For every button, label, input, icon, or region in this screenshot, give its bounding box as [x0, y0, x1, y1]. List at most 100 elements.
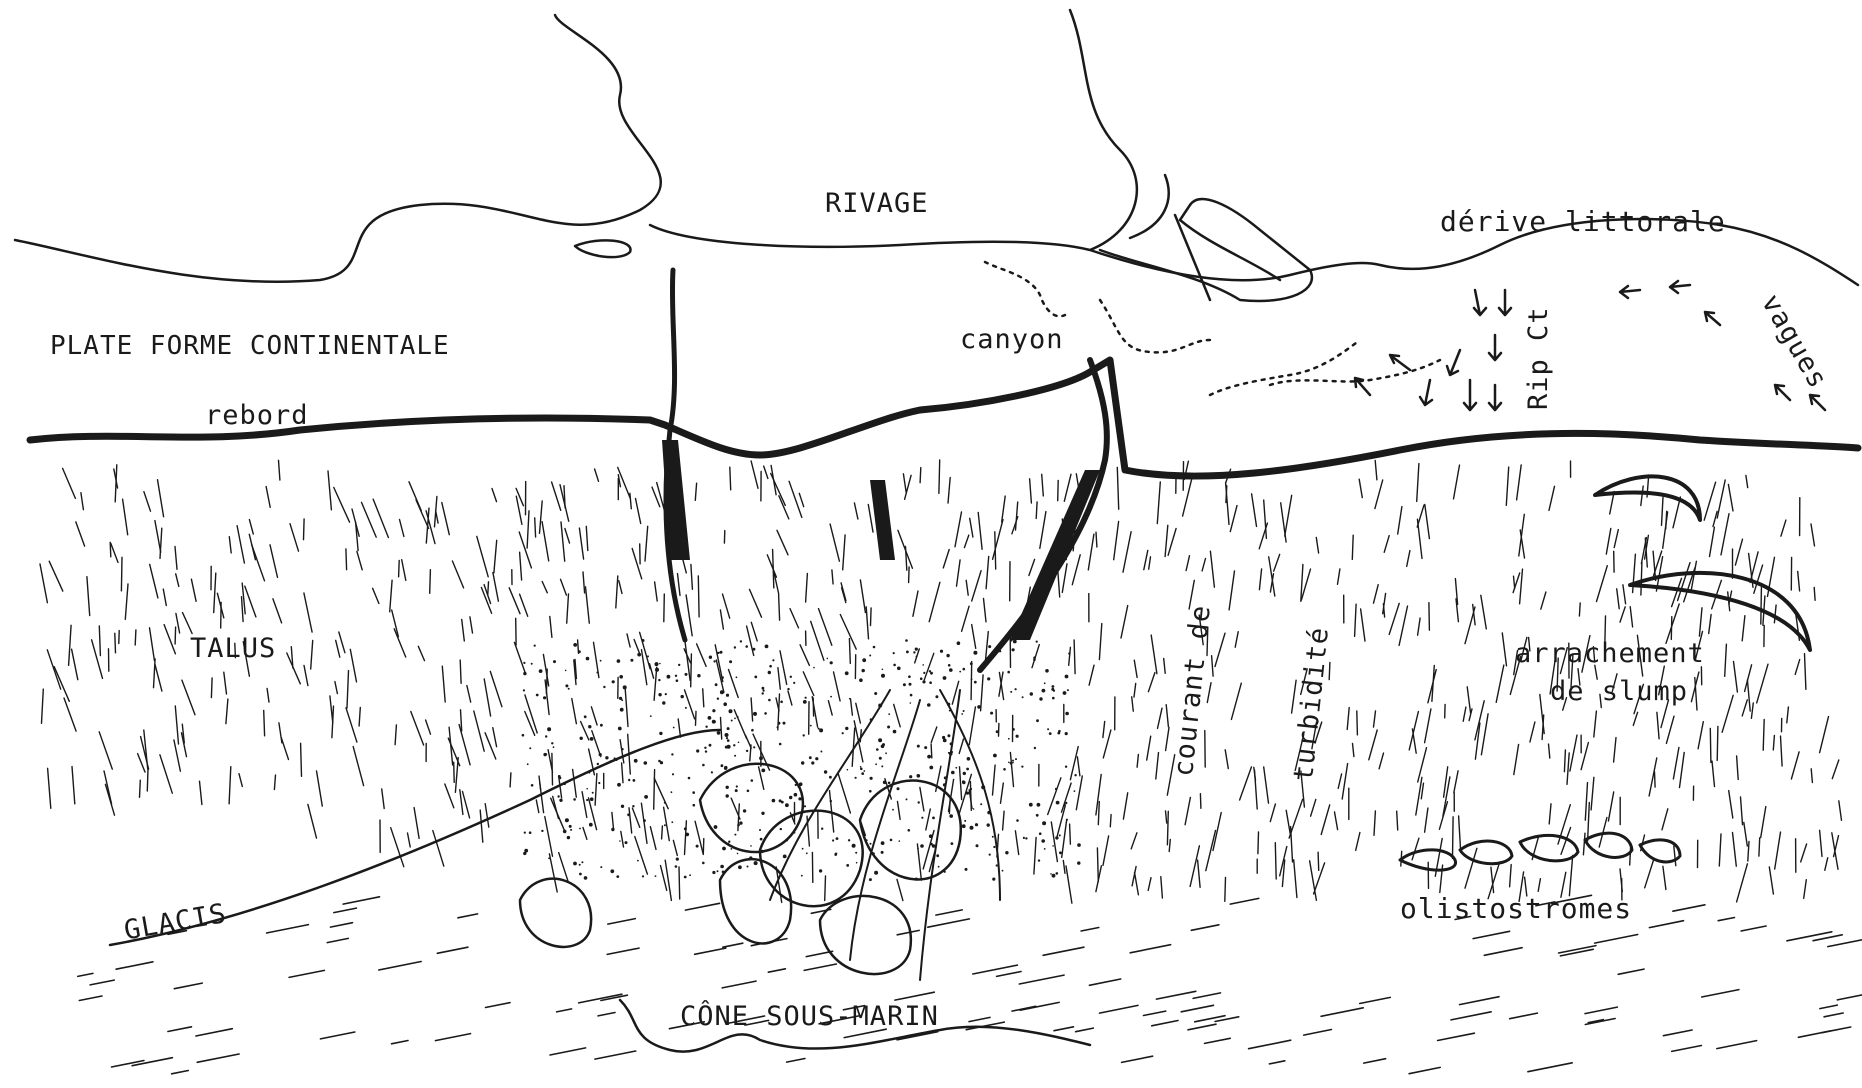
fan-dot	[1052, 685, 1055, 688]
fan-dot	[862, 669, 865, 672]
basin-dash	[1181, 1005, 1213, 1012]
fan-dot	[847, 769, 849, 771]
hatch-stroke	[1375, 480, 1383, 509]
hatch-stroke	[1606, 529, 1611, 555]
fan-dot	[1034, 747, 1036, 749]
hatch-stroke	[54, 667, 69, 702]
basin-dash	[486, 1003, 511, 1008]
fan-dot	[734, 646, 736, 648]
fan-dot	[676, 858, 679, 861]
hatch-stroke	[803, 672, 814, 696]
fan-dot	[860, 766, 862, 768]
hatch-stroke	[1168, 529, 1176, 556]
hatch-stroke	[1066, 866, 1072, 903]
fan-dot	[949, 668, 953, 672]
hatch-stroke	[828, 701, 832, 715]
hatch-stroke	[352, 509, 359, 536]
hatch-stroke	[395, 725, 396, 745]
hatch-stroke	[290, 524, 299, 552]
fan-dot	[539, 669, 543, 673]
fan-dot	[681, 695, 684, 698]
hatch-stroke	[830, 524, 839, 561]
hatch-stroke	[540, 501, 543, 533]
fan-dot	[951, 751, 953, 753]
fan-dot	[989, 854, 991, 856]
hatch-stroke	[328, 471, 331, 510]
fan-dot	[523, 662, 525, 664]
fan-dot	[916, 656, 918, 658]
fan-dot	[764, 712, 767, 715]
fan-dot	[1022, 696, 1024, 698]
hatch-stroke	[160, 528, 162, 558]
hatch-stroke	[1389, 603, 1399, 634]
basin-dash	[267, 925, 309, 933]
fan-dot	[966, 792, 969, 795]
fan-dot	[892, 809, 894, 811]
hatch-stroke	[1459, 816, 1461, 852]
fan-dot	[1059, 834, 1061, 836]
fan-dot	[655, 875, 657, 877]
fan-dot	[935, 695, 938, 698]
fan-dot	[830, 800, 832, 802]
hatch-stroke	[579, 528, 583, 559]
hatch-stroke	[1814, 587, 1815, 600]
hatch-stroke	[1674, 846, 1676, 866]
hatch-stroke	[335, 682, 338, 694]
hatch-stroke	[650, 664, 654, 679]
fan-dot	[760, 838, 763, 841]
hatch-stroke	[1103, 836, 1109, 865]
shelf-current-3	[1210, 340, 1360, 395]
fan-dot	[578, 650, 581, 653]
hatch-stroke	[182, 680, 195, 715]
hatch-stroke	[1397, 811, 1398, 830]
label-cone-sous-marin: CÔNE SOUS-MARIN	[680, 1003, 939, 1030]
fan-dot	[655, 668, 659, 672]
fan-dot	[667, 675, 671, 679]
hatch-stroke	[520, 594, 528, 616]
fan-dot	[704, 747, 706, 749]
fan-dot	[568, 688, 570, 690]
hatch-stroke	[1229, 571, 1234, 610]
fan-dot	[644, 761, 648, 765]
hatch-stroke	[1169, 839, 1170, 851]
fan-dot	[835, 853, 838, 856]
fan-dot	[726, 694, 729, 697]
hatch-stroke	[304, 593, 312, 632]
hatch-stroke	[492, 489, 497, 502]
hatch-stroke	[1342, 764, 1347, 799]
fan-dot	[569, 825, 572, 828]
fan-dot	[523, 672, 526, 675]
hatch-stroke	[1774, 605, 1776, 623]
fan-dot	[905, 639, 908, 642]
hatch-stroke	[49, 561, 63, 591]
hatch-stroke	[1213, 813, 1221, 851]
hatch-stroke	[788, 691, 792, 705]
hatch-stroke	[720, 610, 723, 629]
fan-dot	[921, 817, 923, 819]
basin-dash	[722, 981, 756, 988]
basin-dash	[550, 1048, 586, 1055]
fan-dot	[874, 692, 877, 695]
hatch-stroke	[1804, 880, 1807, 899]
basin-dash	[1585, 1007, 1617, 1014]
fan-dot	[1052, 845, 1054, 847]
fan-dot	[1015, 688, 1017, 690]
hatch-stroke	[1001, 783, 1004, 803]
hatch-stroke	[1374, 811, 1375, 835]
fan-dot	[727, 843, 729, 845]
basin-dash	[330, 923, 352, 927]
fan-dot	[1038, 859, 1040, 861]
fan-dot	[567, 836, 570, 839]
basin-dash	[392, 1041, 409, 1044]
fan-dot	[761, 769, 765, 773]
fan-dot	[929, 681, 932, 684]
fan-dot	[785, 803, 789, 807]
fan-dot	[584, 876, 588, 880]
fan-dot	[809, 756, 812, 759]
fan-dot	[762, 687, 765, 690]
fan-dot	[734, 755, 736, 757]
hatch-stroke	[1042, 474, 1044, 496]
hatch-stroke	[1135, 872, 1139, 895]
hatch-stroke	[734, 710, 746, 739]
hatch-stroke	[1666, 716, 1674, 743]
